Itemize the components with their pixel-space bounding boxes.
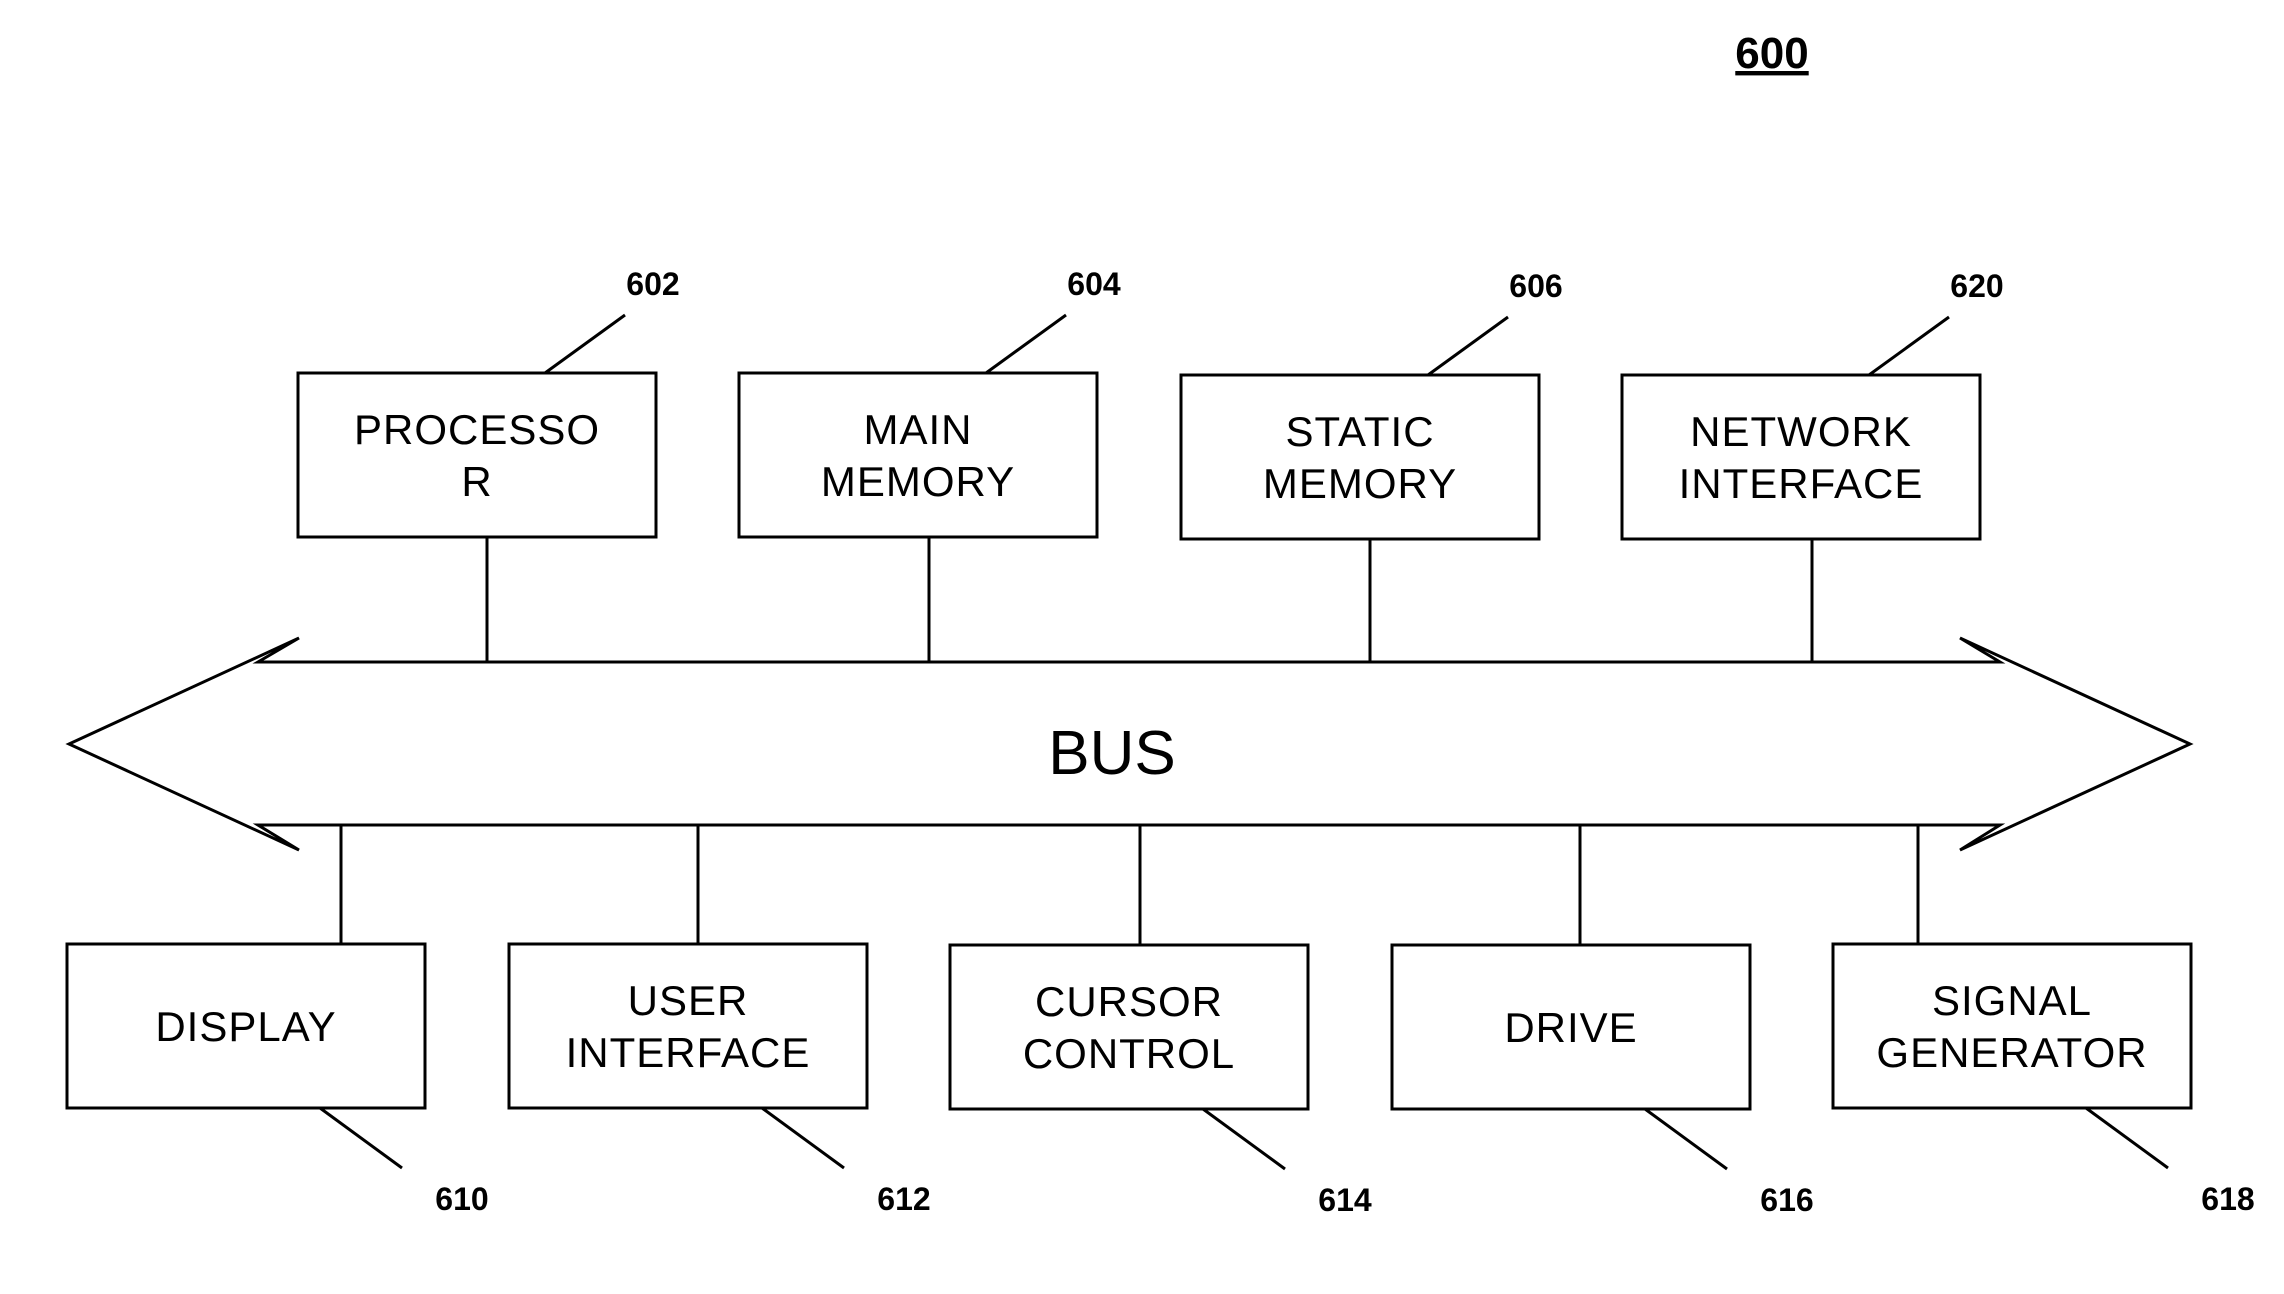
cursor-control-label-line: CURSOR [1035,978,1223,1025]
user-interface-label-line: INTERFACE [566,1029,811,1076]
user-interface-ref-leader [762,1108,844,1168]
main-memory-ref-number: 604 [1067,266,1121,302]
processor-label-line: PROCESSO [354,406,600,453]
user-interface-box [509,944,867,1108]
static-memory-box [1181,375,1539,539]
cursor-control-ref-number: 614 [1318,1182,1372,1218]
cursor-control-ref-leader [1203,1109,1285,1169]
cursor-control-label-line: CONTROL [1023,1030,1235,1077]
signal-generator-label-line: SIGNAL [1932,977,2092,1024]
processor-box [298,373,656,537]
signal-generator-label-line: GENERATOR [1876,1029,2147,1076]
display-block: DISPLAY [67,944,425,1108]
static-memory-label-line: MEMORY [1263,460,1457,507]
processor-block: PROCESSO R [298,373,656,537]
static-memory-block: STATIC MEMORY [1181,375,1539,539]
display-ref-leader [320,1108,402,1168]
processor-ref-number: 602 [626,266,679,302]
user-interface-label-line: USER [628,977,749,1024]
processor-label-line: R [461,458,492,505]
network-interface-block: NETWORK INTERFACE [1622,375,1980,539]
network-interface-ref-leader [1869,317,1949,375]
signal-generator-ref-number: 618 [2201,1181,2254,1217]
signal-generator-box [1833,944,2191,1108]
user-interface-ref-number: 612 [877,1181,930,1217]
bus-label: BUS [1048,719,1175,788]
network-interface-ref-number: 620 [1950,268,2003,304]
main-memory-label-line: MAIN [864,406,973,453]
drive-label-line: DRIVE [1504,1004,1637,1051]
cursor-control-box [950,945,1308,1109]
figure-number: 600 [1735,29,1808,78]
display-label-line: DISPLAY [155,1003,336,1050]
static-memory-ref-number: 606 [1509,268,1562,304]
processor-ref-leader [545,315,625,373]
main-memory-box [739,373,1097,537]
network-interface-label-line: INTERFACE [1679,460,1924,507]
main-memory-ref-leader [986,315,1066,373]
signal-generator-block: SIGNAL GENERATOR [1833,944,2191,1108]
display-ref-number: 610 [435,1181,488,1217]
drive-ref-leader [1645,1109,1727,1169]
cursor-control-block: CURSOR CONTROL [950,945,1308,1109]
drive-ref-number: 616 [1760,1182,1813,1218]
main-memory-block: MAIN MEMORY [739,373,1097,537]
static-memory-label-line: STATIC [1285,408,1434,455]
network-interface-label-line: NETWORK [1690,408,1912,455]
user-interface-block: USER INTERFACE [509,944,867,1108]
drive-block: DRIVE [1392,945,1750,1109]
network-interface-box [1622,375,1980,539]
static-memory-ref-leader [1428,317,1508,375]
signal-generator-ref-leader [2086,1108,2168,1168]
main-memory-label-line: MEMORY [821,458,1015,505]
